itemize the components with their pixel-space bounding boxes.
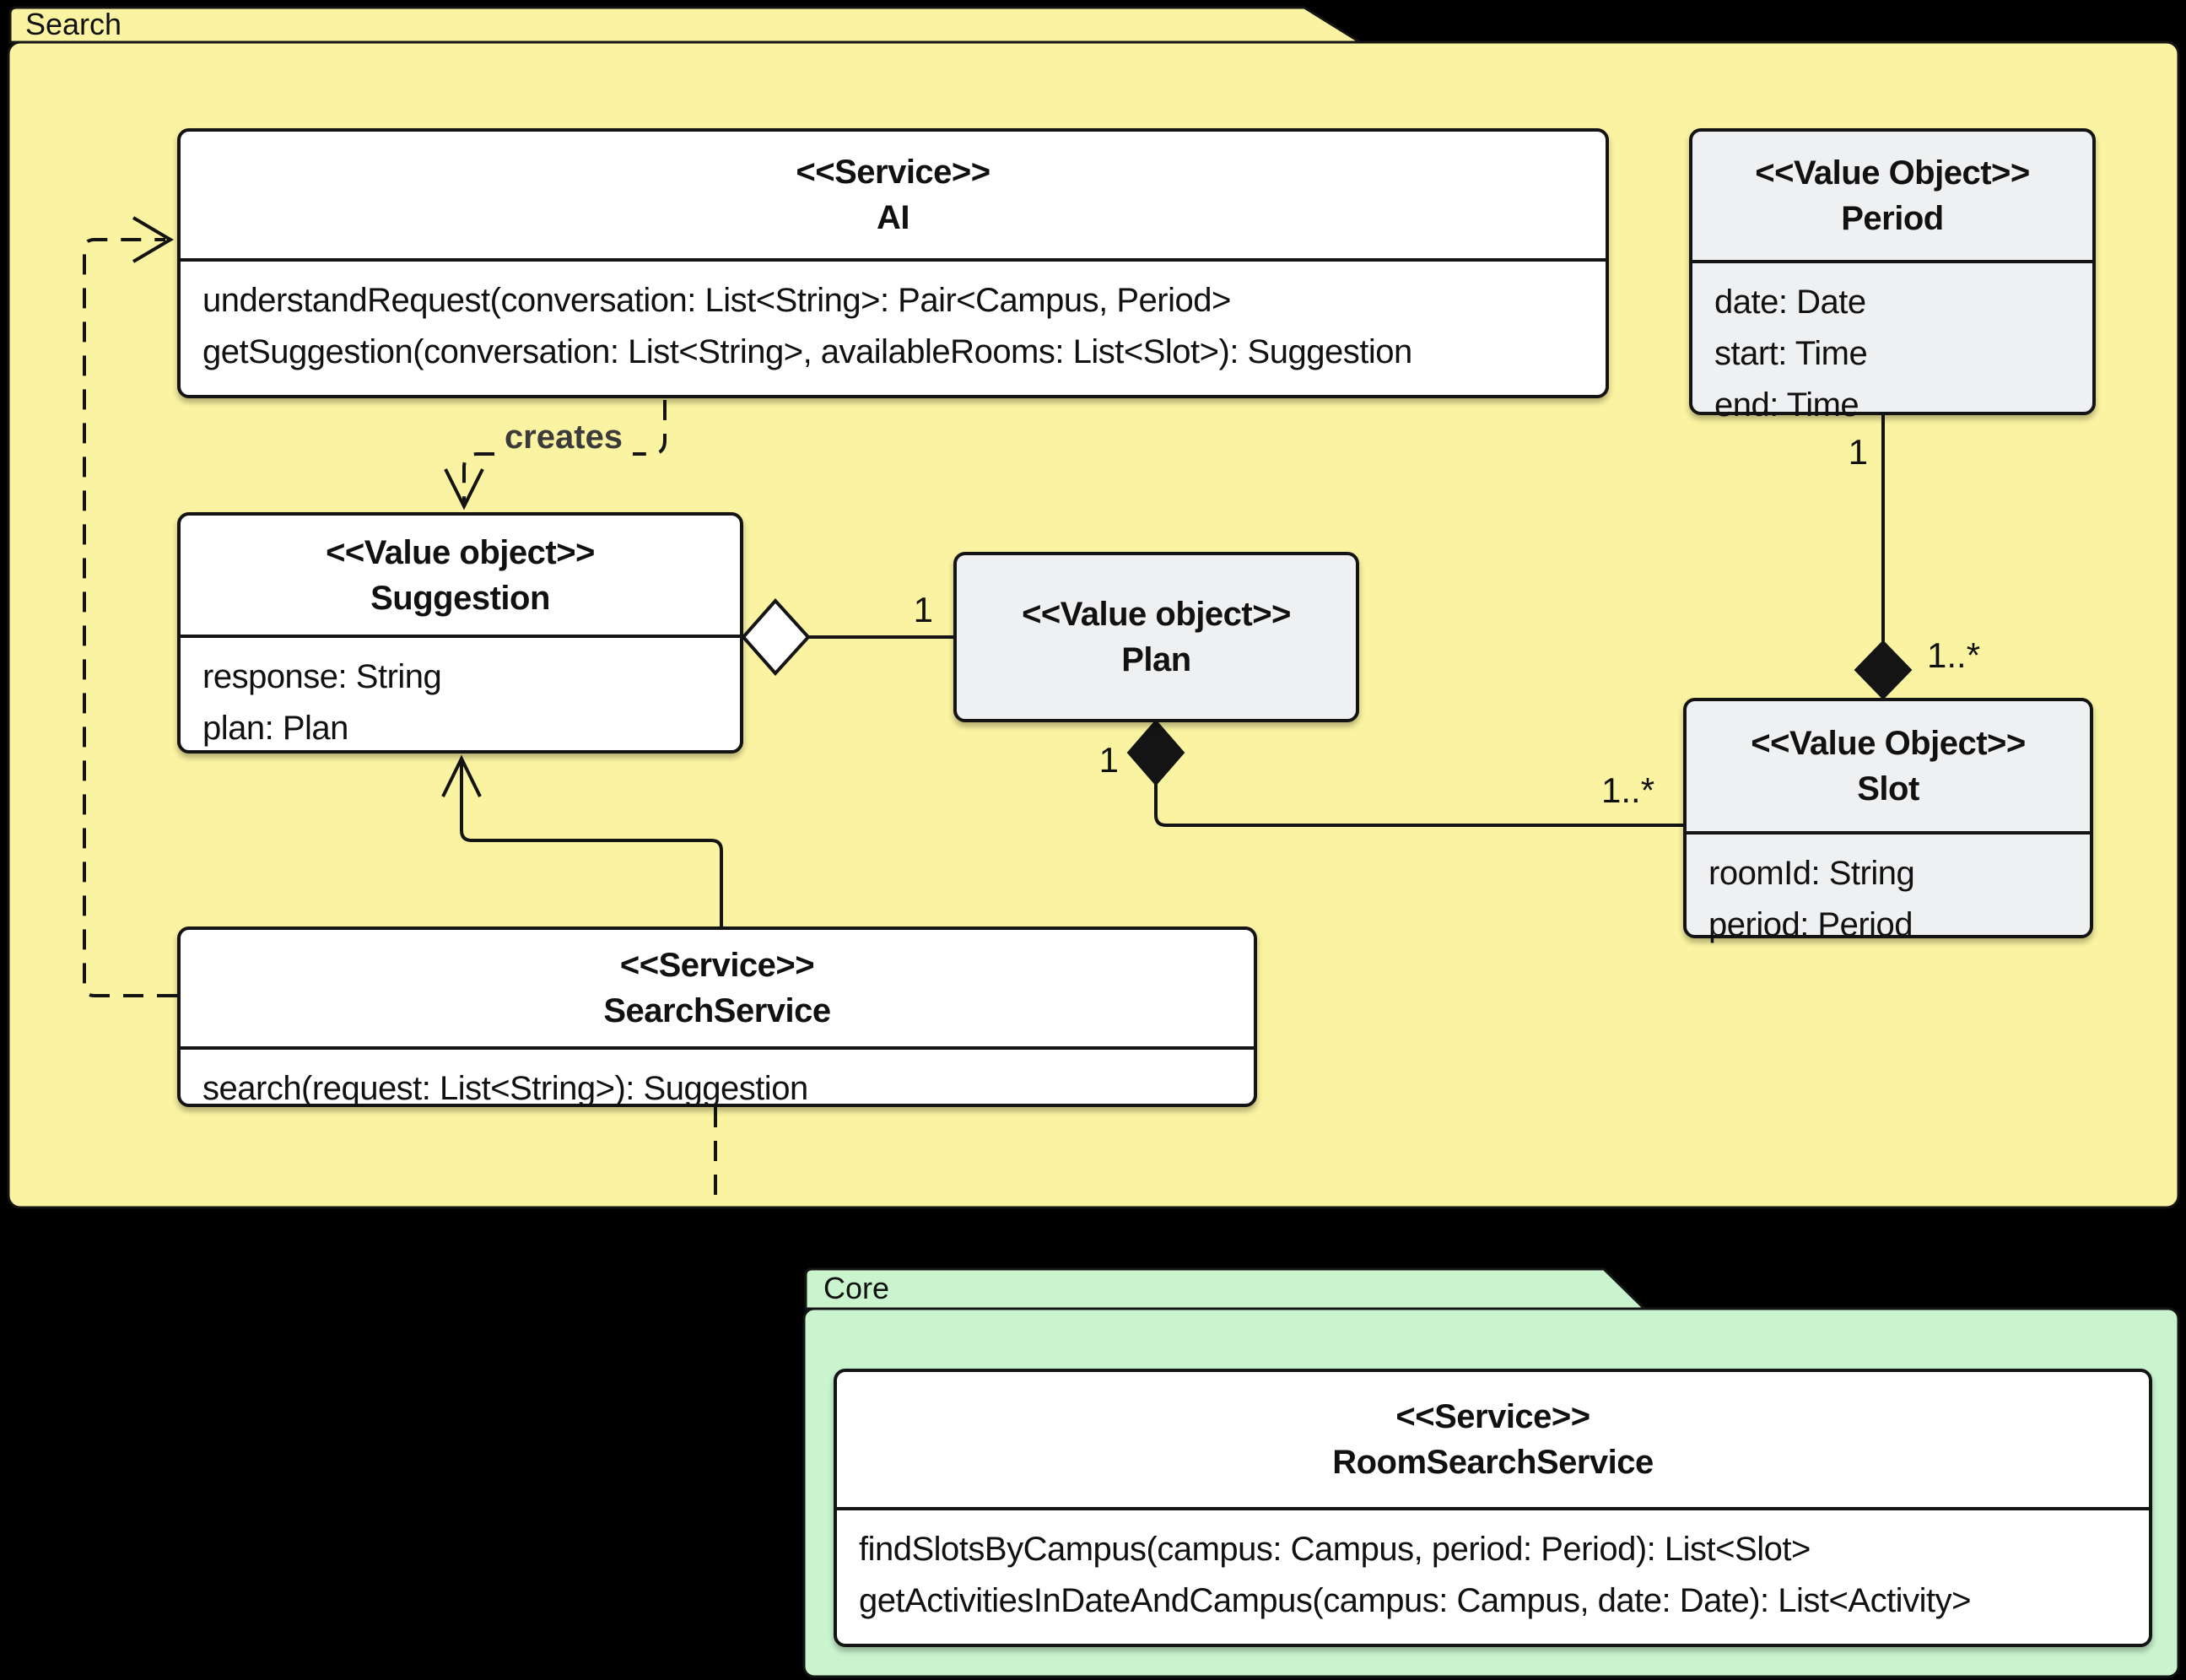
class-suggestion[interactable]: <<Value object>> Suggestion response: St…	[177, 512, 743, 754]
stereotype: <<Service>>	[796, 154, 990, 191]
multiplicity-plan-slot: 1..*	[1601, 770, 1655, 810]
association-searchservice-suggestion	[441, 754, 723, 926]
class-ai-header: <<Service>> AI	[181, 132, 1606, 258]
class-searchservice-members: search(request: List<String>): Suggestio…	[181, 1046, 1254, 1115]
multiplicity-suggestion-plan: 1	[913, 590, 933, 629]
open-arrowhead-icon	[441, 754, 482, 797]
method: understandRequest(conversation: List<Str…	[202, 282, 1231, 319]
attribute: date: Date	[1714, 284, 1866, 321]
attribute: plan: Plan	[202, 710, 348, 747]
package-core-tab	[804, 1267, 1648, 1310]
multiplicity-period-slot: 1..*	[1927, 635, 1981, 675]
multiplicity-plan-source: 1	[1098, 740, 1119, 780]
class-period[interactable]: <<Value Object>> Period date: Date start…	[1689, 128, 2096, 424]
class-ai-members: understandRequest(conversation: List<Str…	[181, 258, 1606, 395]
package-search-label: Search	[25, 7, 122, 41]
open-arrowhead-icon	[132, 216, 174, 263]
method: getSuggestion(conversation: List<String>…	[202, 333, 1412, 370]
class-period-members: date: Date start: Time end: Time	[1692, 260, 2092, 431]
stereotype: <<Value Object>>	[1751, 725, 2026, 762]
attribute: response: String	[202, 658, 442, 695]
filled-diamond-icon	[1126, 719, 1185, 786]
stereotype: <<Value object>>	[326, 533, 595, 571]
class-suggestion-header: <<Value object>> Suggestion	[181, 516, 740, 635]
method: search(request: List<String>): Suggestio…	[202, 1070, 808, 1107]
class-name: Slot	[1857, 770, 1919, 808]
class-searchservice[interactable]: <<Service>> SearchService search(request…	[177, 926, 1257, 1107]
class-roomsearchservice-members: findSlotsByCampus(campus: Campus, period…	[837, 1507, 2149, 1644]
stereotype: <<Service>>	[619, 947, 815, 984]
hollow-diamond-icon	[741, 598, 811, 676]
class-name: Suggestion	[370, 579, 550, 617]
class-ai[interactable]: <<Service>> AI understandRequest(convers…	[177, 128, 1609, 398]
package-core-label: Core	[823, 1271, 890, 1305]
class-plan[interactable]: <<Value object>> Plan	[953, 552, 1359, 722]
class-name: Period	[1841, 200, 1944, 237]
stereotype: <<Service>>	[1395, 1398, 1590, 1435]
attribute: start: Time	[1714, 335, 1868, 372]
dependency-searchservice-ai	[83, 216, 177, 997]
open-arrowhead-icon	[444, 468, 484, 510]
method: getActivitiesInDateAndCampus(campus: Cam…	[859, 1582, 1971, 1619]
class-plan-header: <<Value object>> Plan	[957, 555, 1356, 719]
class-name: AI	[877, 199, 910, 236]
class-slot-members: roomId: String period: Period	[1687, 831, 2090, 951]
class-slot[interactable]: <<Value Object>> Slot roomId: String per…	[1683, 698, 2093, 943]
class-roomsearchservice[interactable]: <<Service>> RoomSearchService findSlotsB…	[834, 1369, 2152, 1647]
class-suggestion-members: response: String plan: Plan	[181, 635, 740, 754]
attribute: roomId: String	[1708, 855, 1915, 892]
class-searchservice-header: <<Service>> SearchService	[181, 930, 1254, 1046]
composition-plan-slot	[1126, 719, 1684, 827]
class-name: RoomSearchService	[1332, 1444, 1654, 1481]
stereotype: <<Value object>>	[1022, 596, 1291, 633]
attribute: end: Time	[1714, 386, 1859, 424]
dependency-ai-creates-suggestion	[444, 400, 667, 510]
multiplicity-period-source: 1	[1848, 432, 1868, 472]
class-period-header: <<Value Object>> Period	[1692, 132, 2092, 260]
package-search-tab	[8, 6, 1365, 44]
aggregation-suggestion-plan	[741, 598, 953, 676]
class-roomsearchservice-header: <<Service>> RoomSearchService	[837, 1372, 2149, 1507]
class-name: Plan	[1121, 641, 1191, 678]
class-name: SearchService	[603, 992, 831, 1029]
method: findSlotsByCampus(campus: Campus, period…	[859, 1531, 1811, 1568]
attribute: period: Period	[1708, 906, 1913, 943]
class-slot-header: <<Value Object>> Slot	[1687, 701, 2090, 831]
stereotype: <<Value Object>>	[1755, 154, 2030, 192]
creates-edge-label: creates	[504, 419, 623, 456]
